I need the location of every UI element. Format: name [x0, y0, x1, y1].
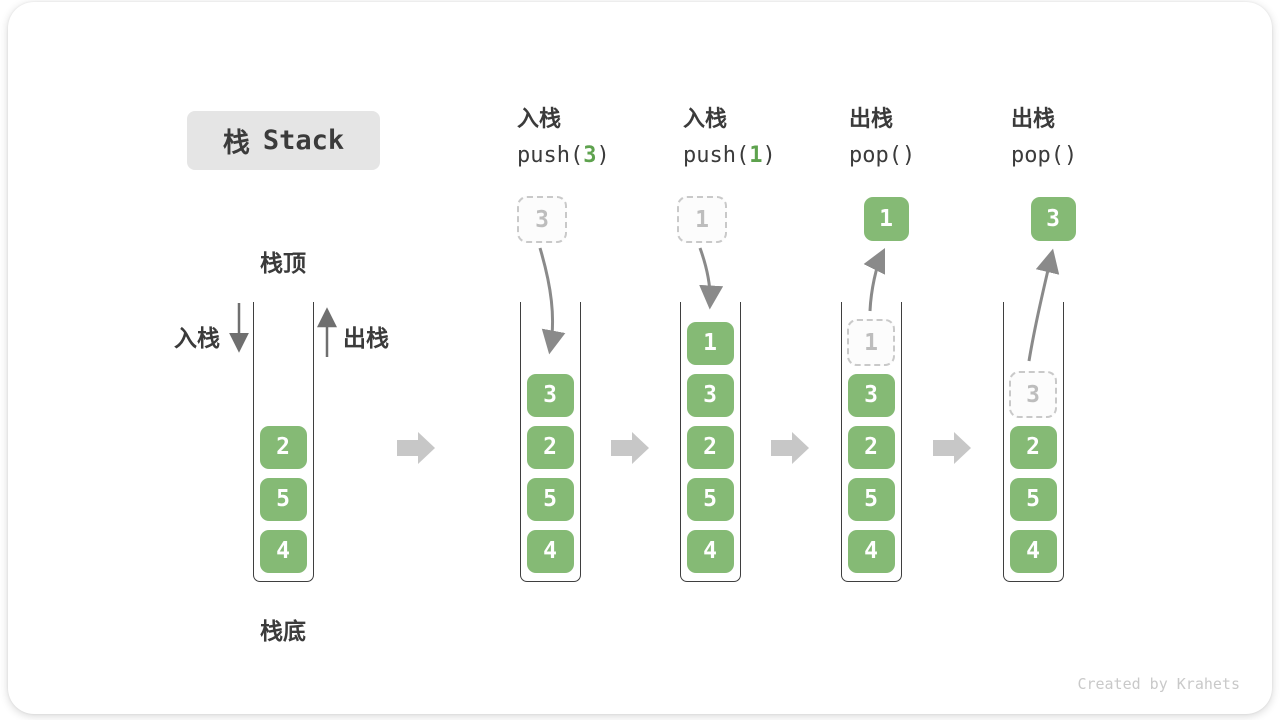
op-code: pop()	[1011, 142, 1181, 170]
step-header-pop-3: 出栈 pop()	[1011, 106, 1181, 170]
pop-direction-label: 出栈	[343, 326, 389, 352]
op-label-zh: 入栈	[683, 107, 728, 132]
step-header-pop-1: 出栈 pop()	[849, 106, 1019, 170]
stack-element: 4	[259, 530, 307, 573]
popped-slot-ghost: 1	[847, 319, 895, 366]
op-pre: push(	[517, 143, 584, 168]
popped-slot-ghost: 3	[1009, 371, 1057, 418]
op-code: pop()	[849, 142, 1019, 170]
op-post: )	[596, 143, 610, 168]
op-arg: 3	[583, 143, 597, 168]
op-post: )	[762, 143, 776, 168]
op-label-zh: 出栈	[1011, 107, 1056, 132]
stack-element: 1	[686, 322, 734, 365]
stack-element: 5	[686, 478, 734, 521]
title-zh: 栈	[222, 128, 250, 159]
step-header-push-3: 入栈 push(3)	[517, 106, 687, 170]
stack-element: 2	[686, 426, 734, 469]
title-badge: 栈 Stack	[187, 111, 380, 170]
step-header-push-1: 入栈 push(1)	[683, 106, 853, 170]
stack-element: 5	[259, 478, 307, 521]
stack-element: 5	[847, 478, 895, 521]
stack-element: 2	[847, 426, 895, 469]
op-pre: push(	[683, 143, 750, 168]
watermark: Created by Krahets	[1077, 675, 1240, 693]
stack-element: 3	[847, 374, 895, 417]
stack-element: 4	[686, 530, 734, 573]
stack-element: 3	[686, 374, 734, 417]
title-en: Stack	[262, 125, 345, 156]
stack-element: 2	[526, 426, 574, 469]
incoming-element: 3	[517, 196, 567, 243]
op-label-zh: 入栈	[517, 107, 562, 132]
op-pre: pop()	[849, 143, 916, 168]
popped-element: 3	[1030, 197, 1076, 241]
stack-element: 4	[847, 530, 895, 573]
op-arg: 1	[749, 143, 763, 168]
stack-element: 5	[1009, 478, 1057, 521]
stack-element: 5	[526, 478, 574, 521]
stack-element: 3	[526, 374, 574, 417]
incoming-element: 1	[677, 196, 727, 243]
op-code: push(3)	[517, 142, 687, 170]
stack-element: 2	[259, 426, 307, 469]
popped-element: 1	[863, 197, 909, 241]
stack-element: 2	[1009, 426, 1057, 469]
op-pre: pop()	[1011, 143, 1078, 168]
op-code: push(1)	[683, 142, 853, 170]
stack-bottom-label: 栈底	[260, 619, 306, 645]
stack-element: 4	[1009, 530, 1057, 573]
push-direction-label: 入栈	[174, 326, 220, 352]
stack-top-label: 栈顶	[260, 251, 306, 277]
op-label-zh: 出栈	[849, 107, 894, 132]
stack-element: 4	[526, 530, 574, 573]
